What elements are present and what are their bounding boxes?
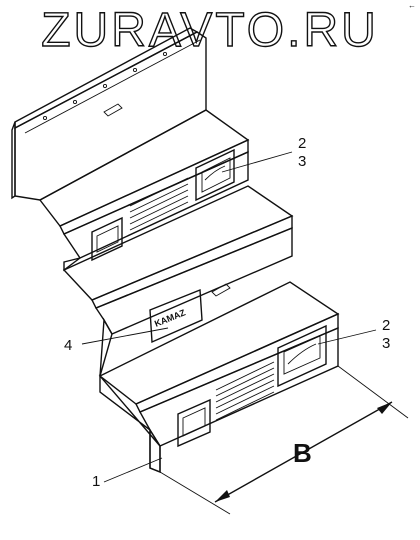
front-vent-upper (91, 216, 123, 262)
riser-upper (62, 150, 249, 259)
watermark: ZURAVTO.RU (41, 3, 379, 54)
callout-4: 4 (64, 337, 72, 354)
side-plate (99, 374, 161, 474)
clip-middle (211, 283, 231, 297)
riser-middle (94, 226, 293, 335)
callout-1: 1 (92, 473, 100, 490)
grille-upper (129, 177, 189, 231)
riser-lip-middle (63, 257, 81, 272)
step-lower (98, 281, 340, 448)
step-upper (38, 109, 250, 262)
bracket-clip (103, 103, 123, 117)
riser-lower (139, 326, 339, 447)
dimension-arrow-right (377, 402, 392, 414)
grille-lower (215, 361, 275, 421)
dimension-label: B (293, 438, 312, 468)
watermark-text: ZURAVTO.RU (41, 4, 379, 54)
top-bracket (11, 27, 207, 201)
callout-2-upper: 2 (298, 135, 306, 152)
callout-3-upper: 3 (298, 153, 306, 170)
side-vent-lower (277, 324, 327, 388)
dimension-b: B (159, 365, 409, 515)
callout-leaders (81, 151, 377, 483)
nameplate-text: KAMAZ (153, 307, 187, 329)
dimension-arrow-left (215, 490, 230, 502)
side-vent-upper (195, 148, 235, 202)
step-middle: KAMAZ (62, 185, 294, 344)
tread-upper (38, 109, 250, 227)
callout-2-lower: 2 (382, 317, 390, 334)
corner-mark: ← (408, 1, 416, 10)
front-vent-lower (177, 398, 211, 448)
callout-3-lower: 3 (382, 335, 390, 352)
tread-middle (62, 185, 294, 301)
bracket-holes (42, 51, 168, 121)
